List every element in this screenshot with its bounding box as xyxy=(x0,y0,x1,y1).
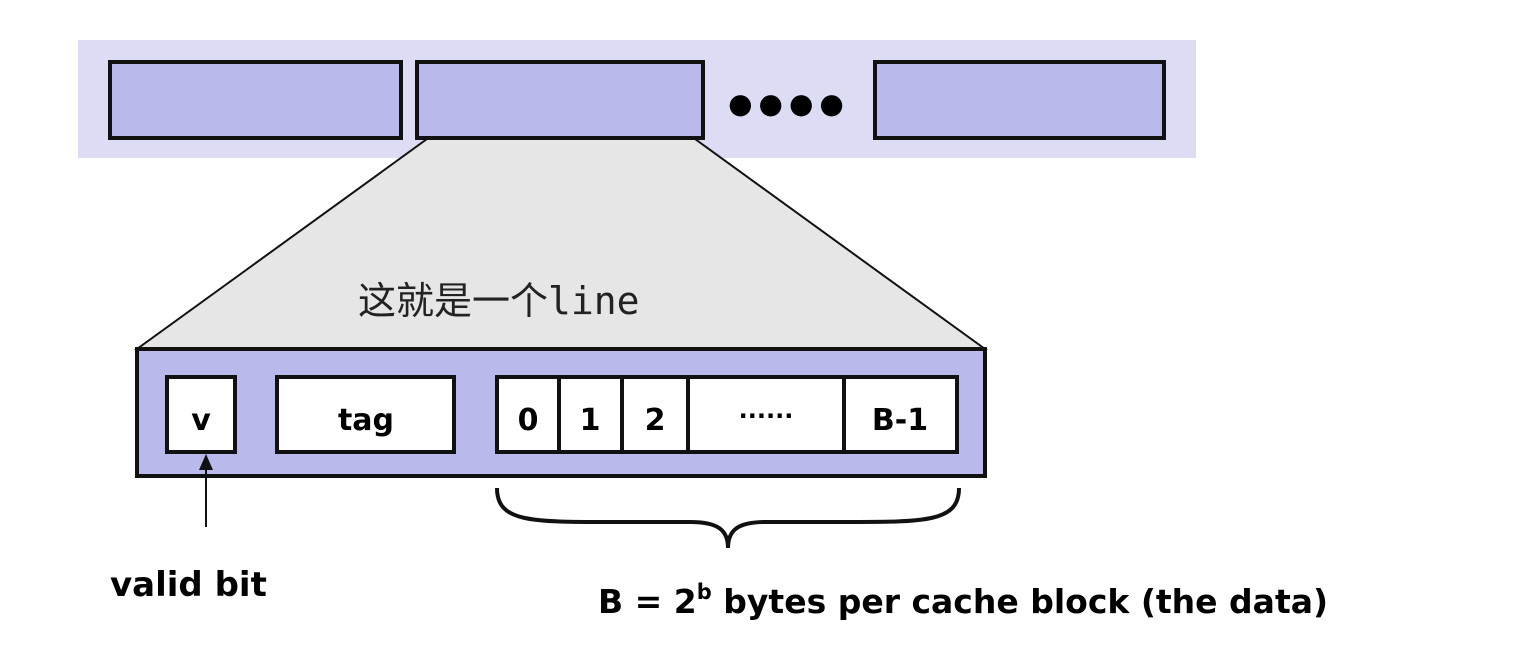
cache-line-box-2 xyxy=(415,60,705,140)
byte-cell-ellipsis xyxy=(686,375,846,454)
data-block-brace xyxy=(495,487,961,549)
byte-label-1: 1 xyxy=(580,403,601,438)
valid-bit-label: v xyxy=(191,403,211,438)
byte-label-0: 0 xyxy=(518,403,539,438)
byte-label-ellipsis: ······ xyxy=(739,402,794,430)
valid-bit-arrow-head xyxy=(199,454,213,470)
tag-label: tag xyxy=(338,403,394,438)
valid-bit-box xyxy=(165,375,237,454)
block-size-exponent: b xyxy=(697,580,712,604)
cache-line-box-last xyxy=(873,60,1166,140)
block-size-caption: B = 2b bytes per cache block (the data) xyxy=(598,580,1328,621)
line-annotation-cjk: 这就是一个 xyxy=(358,279,548,323)
tag-box xyxy=(275,375,456,454)
line-annotation-mono: line xyxy=(548,279,640,323)
block-size-prefix: B = 2 xyxy=(598,582,697,621)
valid-bit-caption: valid bit xyxy=(110,565,267,605)
byte-cell-last xyxy=(842,375,959,454)
block-size-suffix: bytes per cache block (the data) xyxy=(712,582,1328,621)
byte-label-last: B-1 xyxy=(872,403,928,438)
byte-cell-1 xyxy=(557,375,624,454)
set-ellipsis: ●●●● xyxy=(728,87,850,120)
byte-label-2: 2 xyxy=(645,403,666,438)
cache-line-box-1 xyxy=(108,60,403,140)
line-annotation: 这就是一个line xyxy=(358,279,640,323)
